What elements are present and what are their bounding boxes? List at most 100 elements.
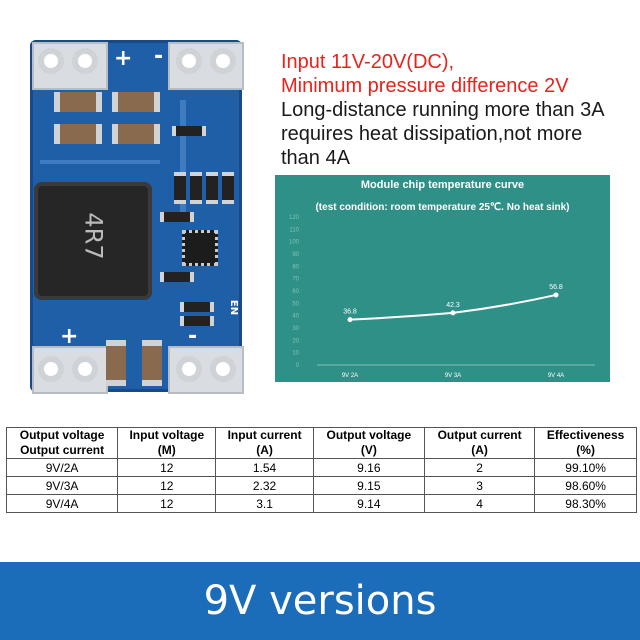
table-cell: 2 xyxy=(423,458,536,477)
table-header-cell: Input current(A) xyxy=(215,427,314,459)
minus-top-symbol: - xyxy=(154,44,164,69)
table-header-cell: Output voltage(V) xyxy=(312,427,425,459)
pcb-trace xyxy=(180,100,186,220)
y-tick-label: 100 xyxy=(289,240,300,246)
smd-resistor xyxy=(206,172,218,204)
table-header-cell: Effectiveness(%) xyxy=(534,427,637,459)
header-line: (A) xyxy=(471,443,488,457)
pcb-trace xyxy=(40,160,160,164)
regulator-chip xyxy=(182,230,218,266)
spec-note-line: Long-distance running more than 3A xyxy=(281,99,605,121)
y-tick-label: 20 xyxy=(292,338,299,344)
table-cell: 9.15 xyxy=(312,476,425,495)
spec-text-block: Input 11V-20V(DC), Minimum pressure diff… xyxy=(281,50,631,170)
header-line: Effectiveness xyxy=(546,428,625,442)
header-line: (M) xyxy=(157,443,176,457)
mount-hole xyxy=(38,356,64,382)
mount-hole xyxy=(210,356,236,382)
smd-resistor xyxy=(180,302,214,312)
data-label: 42.3 xyxy=(446,302,460,309)
header-line: Output current xyxy=(437,428,522,442)
minus-bottom-symbol: - xyxy=(188,324,198,349)
version-banner: 9V versions xyxy=(0,562,640,640)
plus-bottom-symbol: + xyxy=(60,324,79,349)
y-tick-label: 0 xyxy=(296,363,300,369)
smd-capacitor xyxy=(112,92,160,112)
smd-resistor xyxy=(160,272,194,282)
en-pin-label: EN xyxy=(228,299,240,316)
spec-note-line: requires heat dissipation,not more xyxy=(281,123,583,145)
data-label: 36.8 xyxy=(343,309,357,316)
mount-hole xyxy=(38,48,64,74)
header-line: Output voltage xyxy=(19,428,105,442)
mount-hole xyxy=(72,48,98,74)
y-tick-label: 10 xyxy=(292,351,299,357)
y-tick-label: 30 xyxy=(292,326,299,332)
table-cell: 3 xyxy=(423,476,536,495)
x-tick-label: 9V 3A xyxy=(445,373,461,379)
spec-input-range: Input 11V-20V(DC), xyxy=(281,51,455,73)
smd-resistor xyxy=(172,126,206,136)
y-tick-label: 40 xyxy=(292,314,299,320)
chart-title: Module chip temperature curve xyxy=(360,179,525,191)
smd-capacitor xyxy=(54,124,102,144)
table-cell: 12 xyxy=(117,458,217,477)
inductor-marking: 4R7 xyxy=(79,212,108,260)
smd-resistor xyxy=(160,212,194,222)
y-tick-label: 50 xyxy=(292,301,299,307)
x-tick-label: 9V 4A xyxy=(548,373,564,379)
y-tick-label: 80 xyxy=(292,264,299,270)
table-cell: 9V/3A xyxy=(5,476,119,495)
table-header-cell: Input voltage(M) xyxy=(117,427,217,459)
y-tick-label: 90 xyxy=(292,252,299,258)
table-cell: 9V/4A xyxy=(5,494,119,513)
table-header-cell: Output current(A) xyxy=(423,427,536,459)
data-label: 56.8 xyxy=(549,284,563,291)
smd-capacitor xyxy=(142,340,162,386)
header-line: (A) xyxy=(256,443,273,457)
table-cell: 9.16 xyxy=(312,458,425,477)
table-cell: 12 xyxy=(117,476,217,495)
mount-hole xyxy=(210,48,236,74)
mount-hole xyxy=(176,48,202,74)
header-line: Output current xyxy=(20,443,105,457)
y-tick-label: 70 xyxy=(292,277,299,283)
spec-pressure-difference: Minimum pressure difference 2V xyxy=(281,75,569,97)
table-cell: 1.54 xyxy=(215,458,314,477)
mount-hole xyxy=(72,356,98,382)
mount-hole xyxy=(176,356,202,382)
smd-capacitor xyxy=(54,92,102,112)
table-cell: 4 xyxy=(423,494,536,513)
header-line: Input current xyxy=(227,428,302,442)
table-cell: 9.14 xyxy=(312,494,425,513)
smd-resistor xyxy=(180,316,214,326)
table-cell: 3.1 xyxy=(215,494,314,513)
chart-subtitle: (test condition: room temperature 25℃. N… xyxy=(315,202,570,213)
banner-title: 9V versions xyxy=(203,578,437,624)
header-line: Input voltage xyxy=(129,428,205,442)
header-line: Output voltage xyxy=(326,428,412,442)
inductor: 4R7 xyxy=(34,182,152,300)
x-tick-label: 9V 2A xyxy=(342,373,358,379)
table-cell: 9V/2A xyxy=(5,458,119,477)
data-point xyxy=(347,317,353,323)
y-tick-label: 120 xyxy=(289,215,300,221)
spec-note-line: than 4A xyxy=(281,147,350,169)
data-point xyxy=(553,292,559,298)
smd-capacitor xyxy=(112,124,160,144)
y-tick-label: 110 xyxy=(289,227,299,233)
data-point xyxy=(450,310,456,316)
table-cell: 99.10% xyxy=(534,458,637,477)
smd-resistor xyxy=(190,172,202,204)
pcb-board-image: + - + - 4R7 EN xyxy=(30,40,244,394)
smd-capacitor xyxy=(106,340,126,386)
header-line: (%) xyxy=(576,443,595,457)
